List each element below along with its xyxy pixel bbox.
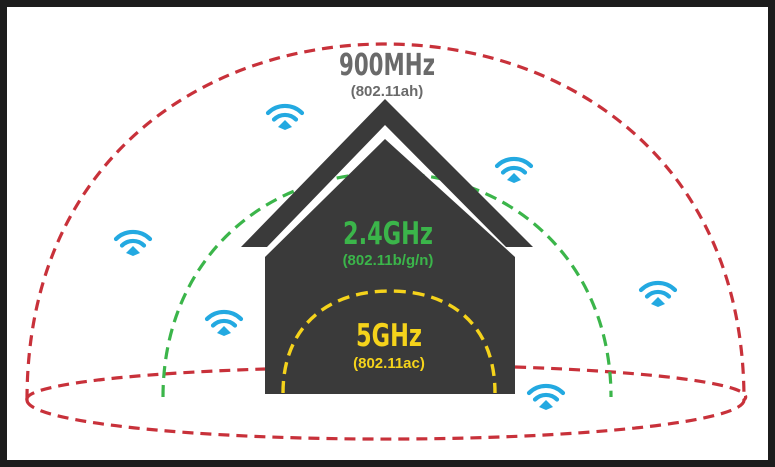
house [241,99,533,394]
wifi-icon [641,283,675,307]
wifi-icon [116,232,150,256]
24ghz-frequency-label: 2.4GHz [343,216,433,252]
900mhz-range-ellipse-front [25,399,746,441]
24ghz-standard-label: (802.11b/g/n) [343,252,434,269]
house-roof-outer [241,99,533,247]
house-body [265,139,515,394]
900mhz-range-ellipse-back [25,367,266,401]
900mhz-frequency-label: 900MHz [339,48,435,83]
5ghz-standard-label: (802.11ac) [353,355,425,372]
wifi-range-diagram: 900MHz (802.11ah) 2.4GHz (802.11b/g/n) 5… [25,42,748,441]
900mhz-range-dome [25,42,746,401]
wifi-icon [497,159,531,183]
wifi-icon [268,106,302,130]
wifi-icon [207,312,241,336]
wifi-icon [529,386,563,410]
900mhz-range-ellipse-back-right [514,365,748,402]
5ghz-frequency-label: 5GHz [356,318,422,354]
diagram-canvas: 900MHz (802.11ah) 2.4GHz (802.11b/g/n) 5… [7,7,768,460]
900mhz-standard-label: (802.11ah) [351,83,424,100]
24ghz-range-dome [161,171,613,398]
